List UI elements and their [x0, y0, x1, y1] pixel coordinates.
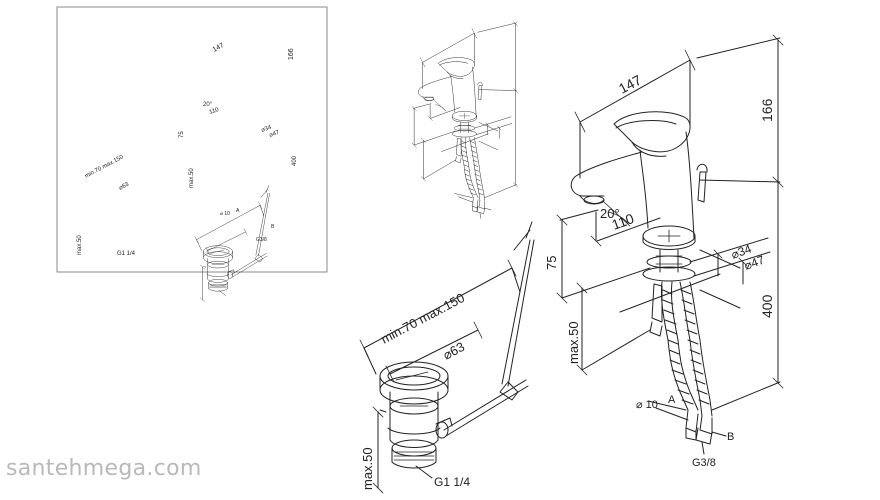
- dim-angle: 20°: [600, 206, 620, 221]
- thumb-dim-hose: 400: [292, 155, 298, 166]
- thumb-dim-deck-hole: ⌀34: [261, 124, 273, 133]
- dim-base-diameter: ⌀47: [742, 253, 766, 273]
- dim-height: 166: [759, 98, 775, 122]
- thumb-dim-max: max.50: [189, 168, 195, 188]
- dim-width: 147: [616, 71, 644, 96]
- drain-assembly: [359, 221, 535, 494]
- faucet-assembly: [556, 34, 784, 455]
- thumb-label-a: A: [236, 208, 240, 214]
- thumb-dim-base: ⌀47: [269, 129, 281, 138]
- watermark-text: santehmega.com: [6, 456, 202, 481]
- label-a: A: [668, 394, 676, 406]
- supply-hose-right: [679, 281, 713, 417]
- thumbnail-drain: [194, 185, 270, 303]
- dim-drain-diameter: ⌀63: [440, 339, 467, 363]
- dim-spout-height: 75: [544, 256, 559, 270]
- dim-max-thickness: max.50: [566, 321, 581, 364]
- thumb-label-b: B: [271, 224, 275, 230]
- thumb-dim-angle: 20°: [203, 102, 213, 108]
- thumb-dim-spout-height: 75: [179, 131, 185, 138]
- thumb-dim-hose-dia: ⌀ 10: [220, 211, 230, 217]
- dim-drain-height: max.50: [360, 447, 375, 490]
- label-b: B: [727, 431, 734, 443]
- thumb-drain-height: max.50: [77, 235, 83, 255]
- dim-hose-diameter: ⌀ 10: [636, 399, 658, 411]
- dim-lever-range: min.70 max.150: [378, 290, 467, 347]
- dim-hose-length: 400: [759, 294, 775, 318]
- thumb-lever-range: min.70 max.150: [84, 154, 125, 180]
- label-thread: G3/8: [692, 457, 716, 469]
- thumb-label-thread: G3/8: [256, 237, 267, 243]
- thumb-drain-dia: ⌀63: [118, 181, 130, 191]
- supply-hose-left: [661, 281, 699, 411]
- dim-deck-hole: ⌀34: [729, 242, 753, 262]
- label-drain-thread: G1 1/4: [434, 475, 470, 489]
- thumbnail-frame: [56, 6, 328, 273]
- thumb-dim-height: 166: [288, 48, 295, 60]
- thumbnail-labels: 147 166 20° 110 75 ⌀34 ⌀47 400 max.50 ⌀ …: [77, 42, 298, 257]
- thumb-dim-width: 147: [212, 42, 226, 54]
- thumbnail-faucet: [411, 21, 519, 219]
- dim-reach: 110: [610, 210, 637, 233]
- thumb-dim-reach: 110: [209, 107, 221, 116]
- thumb-drain-thread: G1 1/4: [117, 251, 136, 257]
